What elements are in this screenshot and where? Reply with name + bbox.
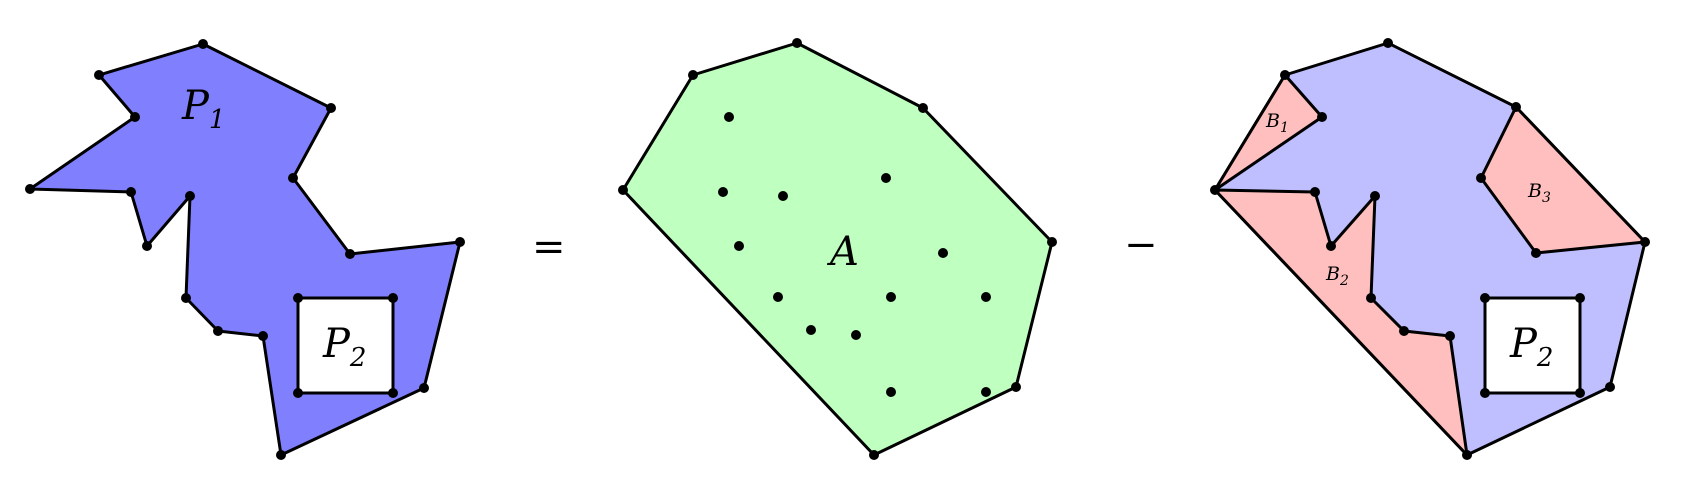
vertex bbox=[1575, 293, 1585, 303]
vertex bbox=[1445, 331, 1455, 341]
vertex bbox=[792, 38, 802, 48]
vertex bbox=[213, 326, 223, 336]
result-vertices bbox=[1210, 38, 1650, 460]
vertex bbox=[1317, 112, 1327, 122]
vertex bbox=[1531, 248, 1541, 258]
vertex bbox=[388, 388, 398, 398]
interior-point bbox=[881, 173, 891, 183]
p2-hole-right bbox=[1483, 296, 1582, 395]
vertex bbox=[869, 450, 879, 460]
minus-operator: − bbox=[1124, 222, 1158, 268]
label-b1: B1 bbox=[1265, 110, 1289, 136]
interior-point bbox=[734, 241, 744, 251]
interior-point bbox=[724, 112, 734, 122]
vertex bbox=[1476, 173, 1486, 183]
label-a: A bbox=[826, 229, 859, 275]
interior-point bbox=[938, 248, 948, 258]
vertex bbox=[1640, 237, 1650, 247]
interior-point bbox=[981, 387, 991, 397]
vertex bbox=[618, 185, 628, 195]
vertex bbox=[1383, 38, 1393, 48]
label-p2-left: P2 bbox=[322, 321, 366, 373]
vertex bbox=[185, 191, 195, 201]
vertex bbox=[94, 70, 104, 80]
vertex bbox=[1575, 388, 1585, 398]
interior-point bbox=[778, 191, 788, 201]
vertex bbox=[455, 237, 465, 247]
a-vertices bbox=[618, 38, 1057, 460]
vertex bbox=[1210, 185, 1220, 195]
vertex bbox=[388, 293, 398, 303]
interior-point bbox=[886, 387, 896, 397]
vertex bbox=[1370, 191, 1380, 201]
vertex bbox=[1511, 102, 1521, 112]
vertex bbox=[130, 112, 140, 122]
label-p1: P1 bbox=[181, 83, 225, 135]
vertex bbox=[688, 70, 698, 80]
p2-hole-left bbox=[296, 296, 395, 395]
vertex bbox=[1366, 293, 1376, 303]
vertex bbox=[918, 103, 928, 113]
pocket-b1 bbox=[1213, 73, 1324, 192]
a-interior-points bbox=[718, 112, 991, 397]
vertex bbox=[293, 388, 303, 398]
vertex bbox=[181, 293, 191, 303]
vertex bbox=[1605, 382, 1615, 392]
equals-operator: = bbox=[532, 224, 566, 270]
vertex bbox=[326, 103, 336, 113]
vertex bbox=[1047, 237, 1057, 247]
result-panel: B1 B2 B3 P2 bbox=[1210, 38, 1650, 460]
vertex bbox=[1480, 388, 1490, 398]
vertex bbox=[198, 39, 208, 49]
vertex bbox=[258, 331, 268, 341]
label-p2-right: P2 bbox=[1509, 321, 1553, 373]
vertex bbox=[293, 293, 303, 303]
interior-point bbox=[981, 292, 991, 302]
vertex bbox=[1280, 70, 1290, 80]
p1-vertices bbox=[25, 39, 465, 460]
vertex bbox=[1399, 326, 1409, 336]
label-b3: B3 bbox=[1527, 180, 1551, 206]
interior-point bbox=[886, 292, 896, 302]
vertex bbox=[1462, 450, 1472, 460]
interior-point bbox=[718, 187, 728, 197]
vertex bbox=[288, 173, 298, 183]
vertex bbox=[1011, 382, 1021, 392]
p1-polygon bbox=[30, 44, 460, 455]
interior-point bbox=[773, 292, 783, 302]
a-polygon bbox=[621, 41, 1054, 457]
vertex bbox=[1326, 241, 1336, 251]
vertex bbox=[276, 450, 286, 460]
vertex bbox=[126, 187, 136, 197]
label-b2: B2 bbox=[1325, 263, 1349, 289]
a-panel: A bbox=[618, 38, 1057, 460]
vertex bbox=[1310, 187, 1320, 197]
interior-point bbox=[851, 330, 861, 340]
vertex bbox=[1480, 293, 1490, 303]
p1-panel: P1 P2 bbox=[25, 39, 465, 460]
vertex bbox=[419, 383, 429, 393]
interior-point bbox=[806, 325, 816, 335]
vertex bbox=[142, 241, 152, 251]
vertex bbox=[25, 184, 35, 194]
vertex bbox=[345, 249, 355, 259]
